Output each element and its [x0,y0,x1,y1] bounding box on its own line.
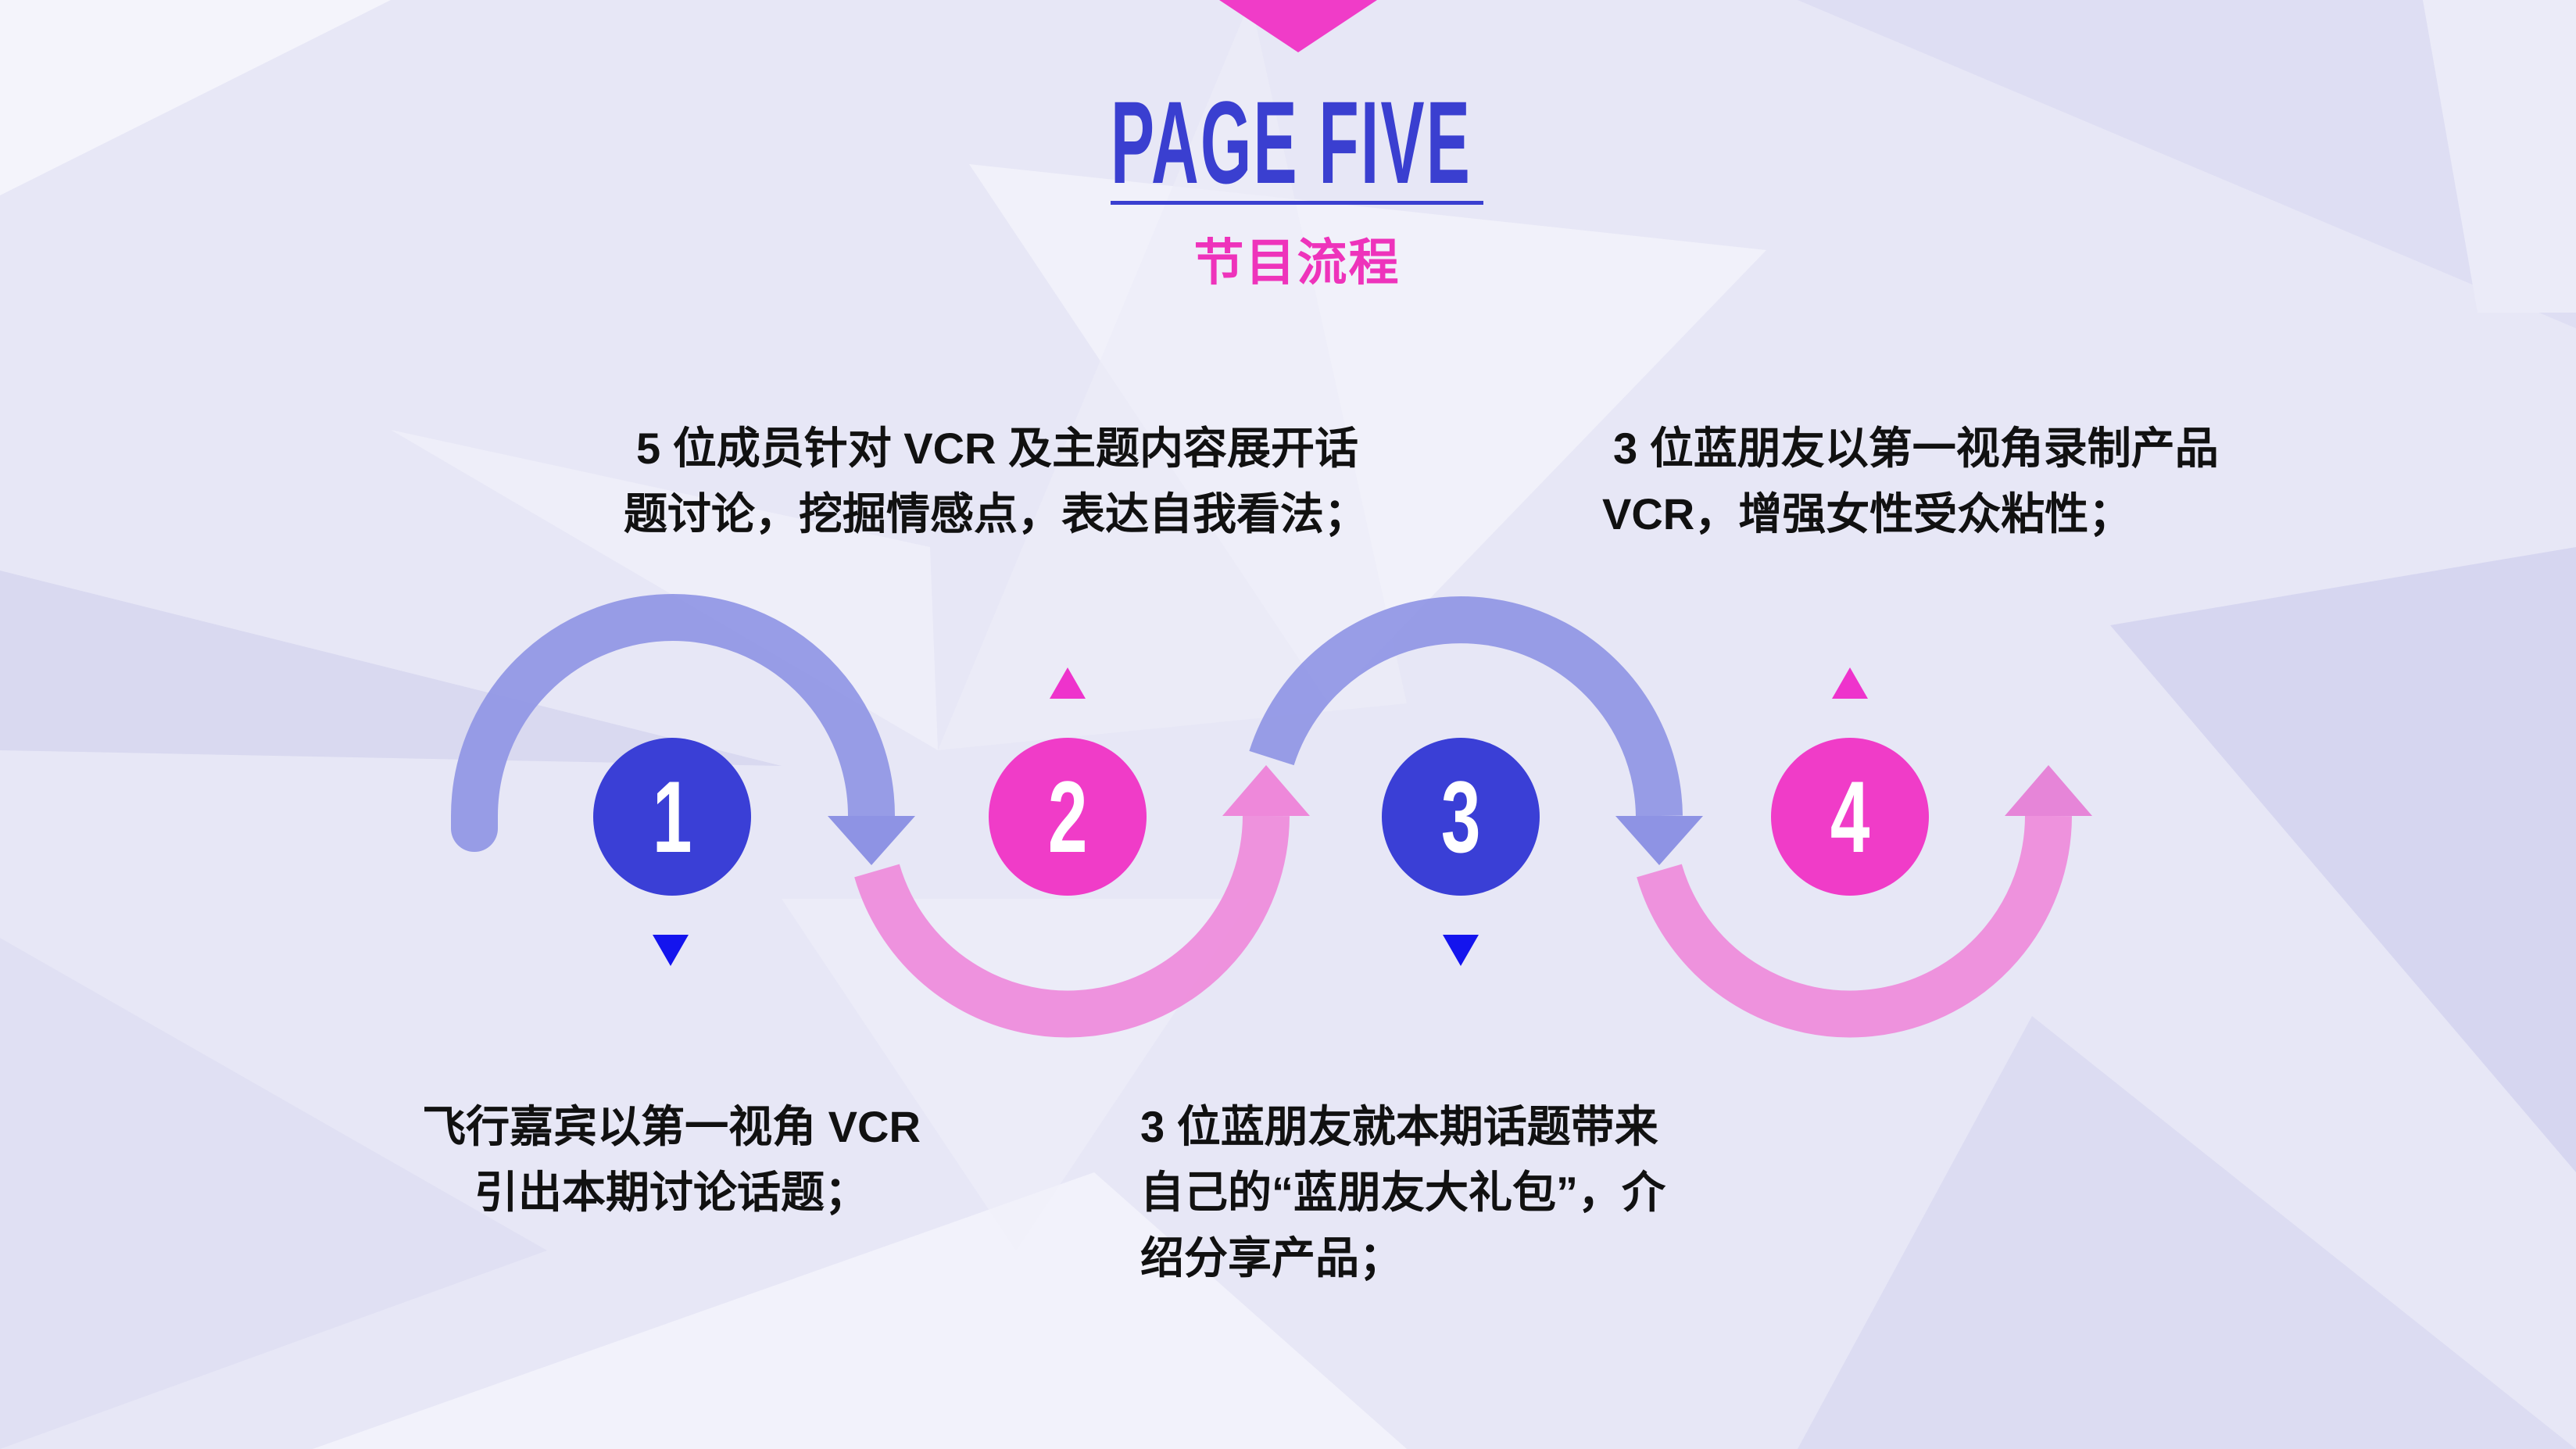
step-1-badge: 1 [593,738,751,896]
step-4-description: 3 位蓝朋友以第一视角录制产品 VCR，增强女性受众粘性； [1602,416,2219,547]
step-3-description: 3 位蓝朋友就本期话题带来 自己的“蓝朋友大礼包”，介 绍分享产品； [1140,1094,1665,1291]
step-4-badge: 4 [1771,738,1929,896]
text-line: 自己的“蓝朋友大礼包”，介 [1140,1168,1665,1217]
text-line: 题讨论，挖掘情感点，表达自我看法； [624,489,1368,538]
page-subtitle: 节目流程 [1193,234,1401,291]
arrow-up-icon [1222,765,1310,816]
page-title: PAGE FIVE [1111,77,1472,208]
step-2-badge: 2 [989,738,1147,896]
triangle-down-icon [653,935,689,966]
arrow-up-icon [2005,765,2092,816]
triangle-up-icon [1050,667,1086,699]
arc-blue-1 [451,594,895,852]
triangle-up-icon [1832,667,1868,699]
step-1-description: 飞行嘉宾以第一视角 VCR 引出本期讨论话题； [370,1094,973,1225]
triangle-down-icon [1443,935,1479,966]
arc-pink-2 [1637,815,2072,1038]
text-line: 3 位蓝朋友以第一视角录制产品 [1613,424,2219,473]
text-line: 3 位蓝朋友就本期话题带来 [1140,1102,1658,1151]
top-pointer-triangle [1219,0,1377,52]
arrow-down-icon [828,816,915,865]
text-line: 绍分享产品； [1140,1233,1403,1283]
title-underline [1111,201,1483,205]
arrow-down-icon [1615,816,1703,865]
text-line: 5 位成员针对 VCR 及主题内容展开话 [636,424,1359,473]
arc-pink-1 [854,815,1290,1038]
text-line: VCR，增强女性受众粘性； [1602,489,2133,538]
text-line: 引出本期讨论话题； [474,1168,868,1217]
step-2-description: 5 位成员针对 VCR 及主题内容展开话 题讨论，挖掘情感点，表达自我看法； [624,416,1368,547]
text-line: 飞行嘉宾以第一视角 VCR [422,1102,921,1151]
arc-blue-2 [1249,596,1683,817]
step-3-badge: 3 [1382,738,1540,896]
